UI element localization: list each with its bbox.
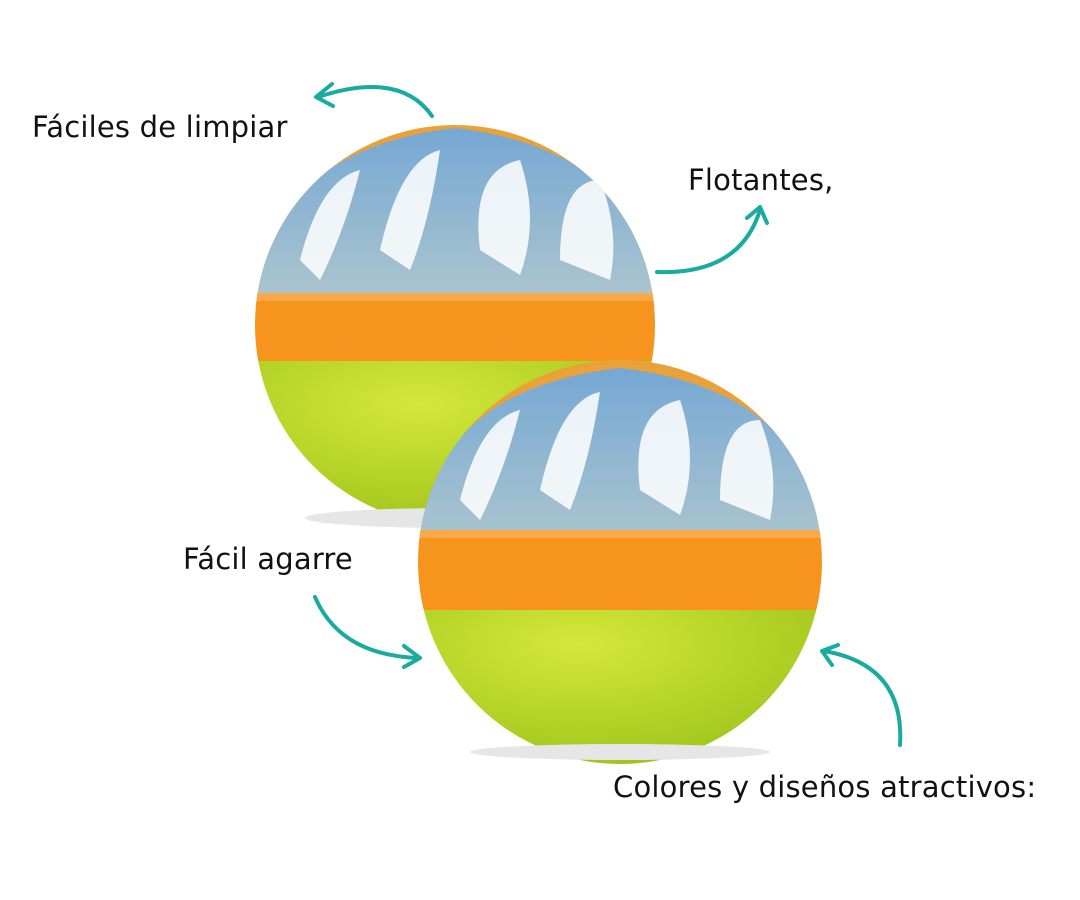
label-easy-grip: Fácil agarre bbox=[183, 542, 353, 576]
label-floating: Flotantes, bbox=[688, 163, 834, 197]
label-easy-clean: Fáciles de limpiar bbox=[32, 110, 288, 144]
arrow-colors bbox=[820, 643, 903, 747]
arrow-floating bbox=[655, 205, 769, 275]
label-colors-designs: Colores y diseños atractivos: bbox=[613, 770, 1037, 804]
arrow-easy-grip bbox=[313, 595, 422, 669]
arrow-easy-clean bbox=[314, 82, 434, 118]
